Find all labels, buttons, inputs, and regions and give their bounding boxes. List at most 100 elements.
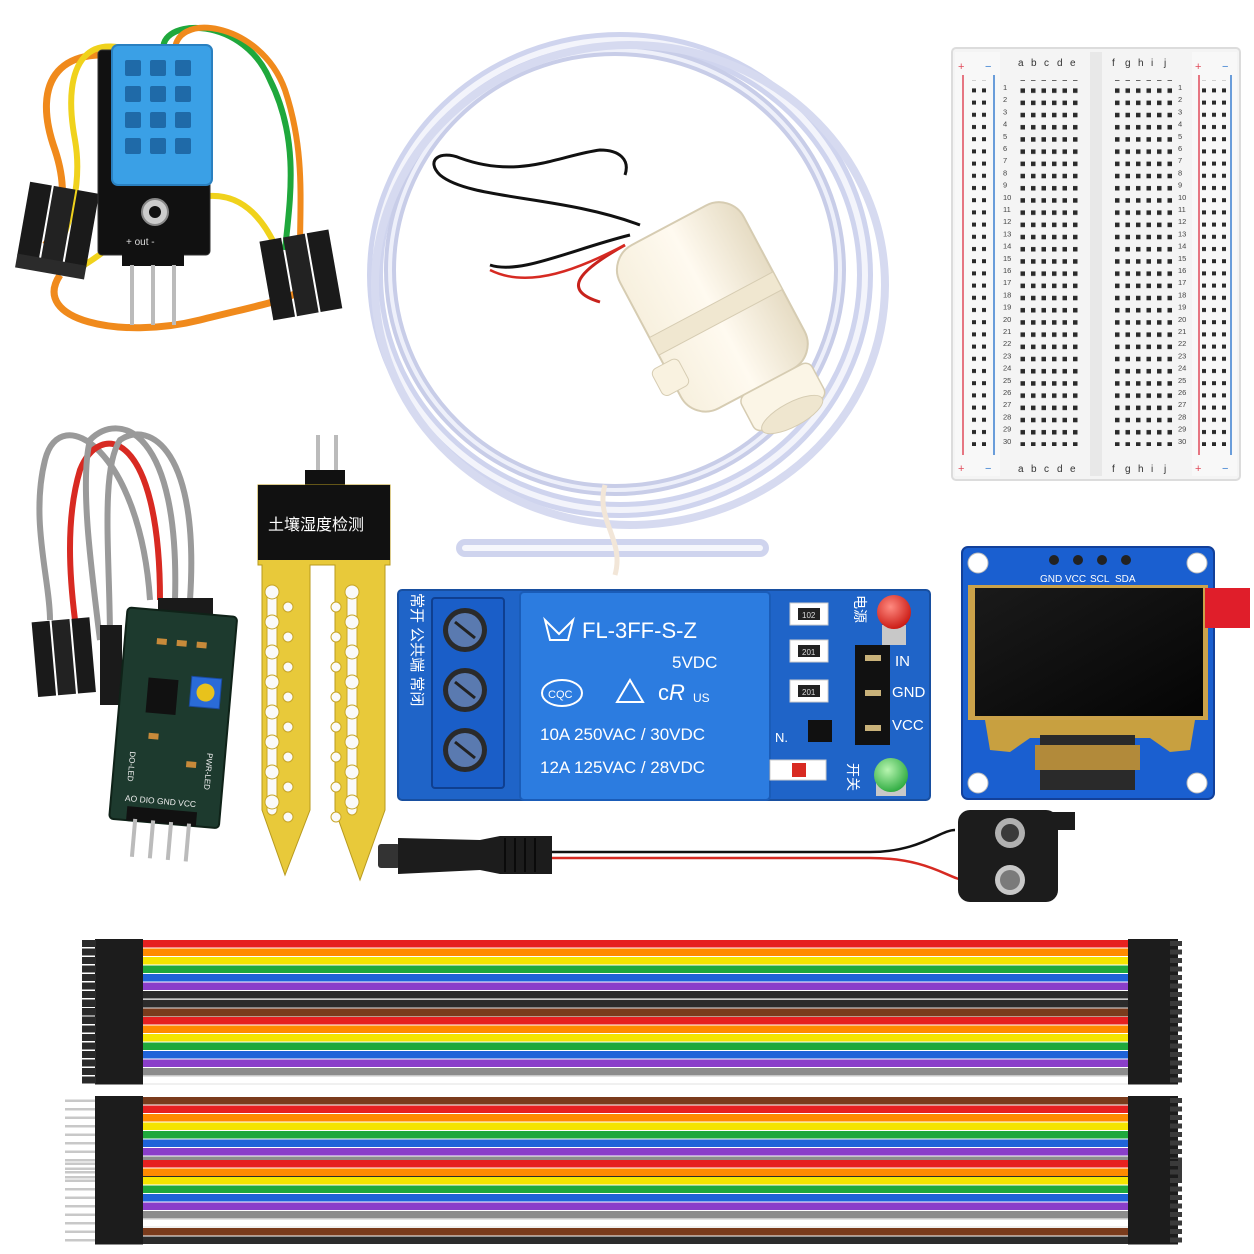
dupont-connector-left [95, 1210, 143, 1219]
probe-pad [330, 601, 342, 613]
ribbon-wire [140, 948, 1130, 956]
relay-us-label: US [693, 691, 710, 705]
dupont-connector-left [95, 981, 143, 991]
male-pin [65, 1205, 95, 1208]
female-tip [1170, 1026, 1182, 1032]
ribbon-wire [140, 1008, 1130, 1016]
probe-pad [344, 764, 360, 780]
breadboard-row-right-6: 6 [1178, 144, 1182, 153]
ribbon-wire [140, 991, 1130, 999]
female-tip [1170, 992, 1182, 997]
dupont-connector-right [1128, 1113, 1178, 1122]
ribbon-wire [139, 1219, 1131, 1228]
relay-resistor-1: 102 [802, 611, 816, 620]
ribbon-wire [140, 1139, 1130, 1147]
breadboard-col-h-top: h [1138, 58, 1144, 69]
probe-pad [330, 751, 342, 763]
ribbon-wire [140, 982, 1130, 990]
relay-module: 常开 公共端 常闭 FL-3FF-S-Z 5VDC CQC cR US 10A … [397, 589, 931, 801]
breadboard-col-i-bottom: i [1151, 464, 1153, 475]
ribbon-wire [140, 1000, 1130, 1008]
dupont-connector-left [95, 1167, 143, 1177]
dupont-connector-left [95, 990, 143, 999]
breadboard-row-right-9: 9 [1178, 181, 1182, 190]
ribbon-wire [140, 1160, 1130, 1168]
breadboard-row-right-4: 4 [1178, 120, 1182, 129]
soil-probe-label: 土壤湿度检测 [268, 515, 364, 534]
oled-pin-sda: SDA [1115, 574, 1136, 585]
probe-pad [264, 704, 280, 720]
breadboard-col-b-bottom: b [1031, 464, 1037, 475]
female-tip [82, 1068, 96, 1075]
probe-pad [264, 734, 280, 750]
breadboard-row-left-17: 17 [1003, 278, 1011, 287]
probe-pad [264, 644, 280, 660]
relay-rating-1: 10A 250VAC / 30VDC [540, 725, 705, 744]
male-pin [65, 1159, 95, 1162]
dupont-connector-left [95, 1024, 143, 1034]
silicone-tube-coil [367, 32, 889, 576]
dc-jack-battery-clip-cable [378, 810, 1075, 902]
breadboard-row-left-4: 4 [1003, 120, 1007, 129]
female-tip [82, 1051, 96, 1058]
breadboard-row-right-13: 13 [1178, 229, 1186, 238]
male-pin [65, 1171, 95, 1174]
breadboard-col-j-top: j [1163, 58, 1166, 69]
ribbon-wire [140, 1042, 1130, 1050]
female-tip [1170, 975, 1182, 980]
female-tip [1170, 1069, 1182, 1074]
dupont-connector-left [95, 1227, 143, 1236]
breadboard-minus-top-left: − [985, 61, 991, 73]
ribbon-wire [140, 1059, 1130, 1067]
probe-pad [264, 584, 280, 600]
female-tip [82, 1042, 96, 1050]
breadboard-col-d-bottom: d [1057, 464, 1063, 475]
ribbon-bundle-2 [82, 999, 1182, 1085]
female-tip [1170, 1018, 1182, 1023]
female-tip [1170, 1052, 1182, 1057]
relay-model-label: FL-3FF-S-Z [582, 618, 697, 643]
ribbon-wire [140, 1236, 1130, 1244]
dupont-connector-left [95, 939, 143, 948]
breadboard-col-h-bottom: h [1138, 464, 1144, 475]
male-pin [65, 1116, 95, 1119]
male-pin [65, 1188, 95, 1191]
breadboard-col-g-top: g [1125, 58, 1131, 69]
dupont-connector-right [1128, 1024, 1178, 1034]
breadboard-row-left-25: 25 [1003, 376, 1011, 385]
dupont-connector-left [95, 1218, 143, 1228]
mini-water-pump [432, 148, 826, 435]
male-pin [65, 1213, 95, 1216]
ribbon-wire [140, 1211, 1130, 1219]
dupont-connector-right [1128, 1147, 1178, 1156]
probe-pad [344, 734, 360, 750]
relay-pin-in: IN [895, 653, 910, 670]
breadboard-col-e-bottom: e [1070, 464, 1076, 475]
dupont-connector-right [1128, 1007, 1178, 1017]
breadboard-col-f-top: f [1112, 58, 1115, 69]
female-tip [1170, 1132, 1182, 1137]
dupont-connector-left [95, 1067, 143, 1076]
dupont-connector-right [1128, 1184, 1178, 1194]
ribbon-wire [140, 1097, 1130, 1105]
dupont-connector-right [1128, 1016, 1178, 1025]
female-tip [1170, 1115, 1182, 1120]
probe-pad [330, 721, 342, 733]
breadboard-row-right-28: 28 [1178, 412, 1186, 421]
dupont-connector-left [95, 1104, 143, 1114]
breadboard-row-left-30: 30 [1003, 437, 1011, 446]
female-tip [82, 1076, 96, 1084]
dupont-connector-left [95, 1033, 143, 1042]
male-pin [65, 1222, 95, 1225]
ribbon-wire [140, 1185, 1130, 1193]
female-tip [1170, 1229, 1182, 1234]
dupont-connector-right [1128, 1210, 1178, 1219]
dupont-connector-left [95, 1041, 143, 1051]
dupont-connector-right [1128, 956, 1178, 965]
dupont-connector-right [1128, 1193, 1178, 1202]
female-tip [1170, 1220, 1182, 1226]
breadboard-col-j-bottom: j [1163, 464, 1166, 475]
female-tip [1170, 1195, 1182, 1200]
ribbon-wire [140, 1168, 1130, 1176]
